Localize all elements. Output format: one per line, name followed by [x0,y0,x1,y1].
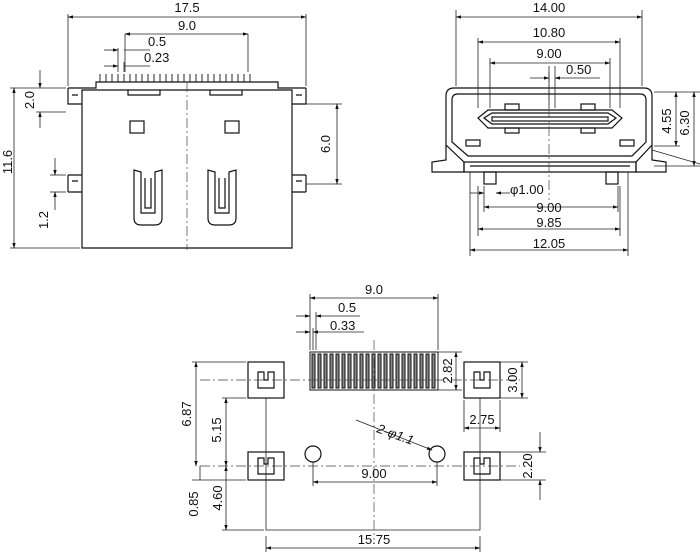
side-shell-width: 10.80 [533,25,566,40]
front-overall-height: 11.6 [0,150,15,174]
footprint-pad-width: 0.33 [330,318,355,333]
front-tab-height: 2.0 [22,91,37,109]
footprint-overall-y: 6.87 [179,401,194,426]
footprint-lower-pad-height: 2.20 [520,453,535,478]
side-peg-span: 9.00 [536,200,561,215]
side-pin-span: 9.00 [536,46,561,61]
side-height-outer: 6.30 [677,110,692,135]
footprint-lower-offset: 0.85 [186,491,201,516]
side-pitch: 0.50 [566,62,591,77]
footprint-pin-span: 9.0 [365,282,383,297]
side-inner-span: 9.85 [536,215,561,230]
front-overall-width: 17.5 [174,0,199,15]
mount-hole-right [428,445,446,463]
footprint-hole-label: 2-φ1.1 [374,420,416,447]
footprint-pitch: 0.5 [338,300,356,315]
footprint-lower-y: 4.60 [210,485,225,510]
footprint-pad-length: 2.82 [440,358,455,383]
footprint-view: 9.0 0.5 0.33 2.82 3.00 2.75 2.20 [179,282,546,552]
side-height-inner: 4.55 [659,108,674,133]
footprint-hole-span: 9.00 [361,466,386,481]
front-lower-tab: 1.2 [36,211,51,229]
side-foot-span: 12.05 [533,236,566,251]
footprint-tab-pad-width: 2.75 [469,412,494,427]
front-pitch: 0.5 [148,34,166,49]
side-peg-diameter: φ1.00 [510,182,544,197]
front-view: 17.5 9.0 0.5 0.23 11.6 2.0 1.2 6.0 [0,0,342,250]
tab-pads [247,361,501,481]
front-pin-span: 9.0 [178,18,196,33]
side-view: 14.00 10.80 9.00 0.50 4.55 6.30 φ1.00 [431,0,700,256]
footprint-mid-y: 5.15 [209,417,224,442]
mount-hole-left [304,445,322,463]
front-shell-height: 6.0 [318,135,333,153]
footprint-tab-span: 15.75 [358,532,391,547]
footprint-tab-pad-height: 3.00 [505,367,520,392]
front-pin-width: 0.23 [144,50,169,65]
side-overall-width: 14.00 [533,0,566,15]
